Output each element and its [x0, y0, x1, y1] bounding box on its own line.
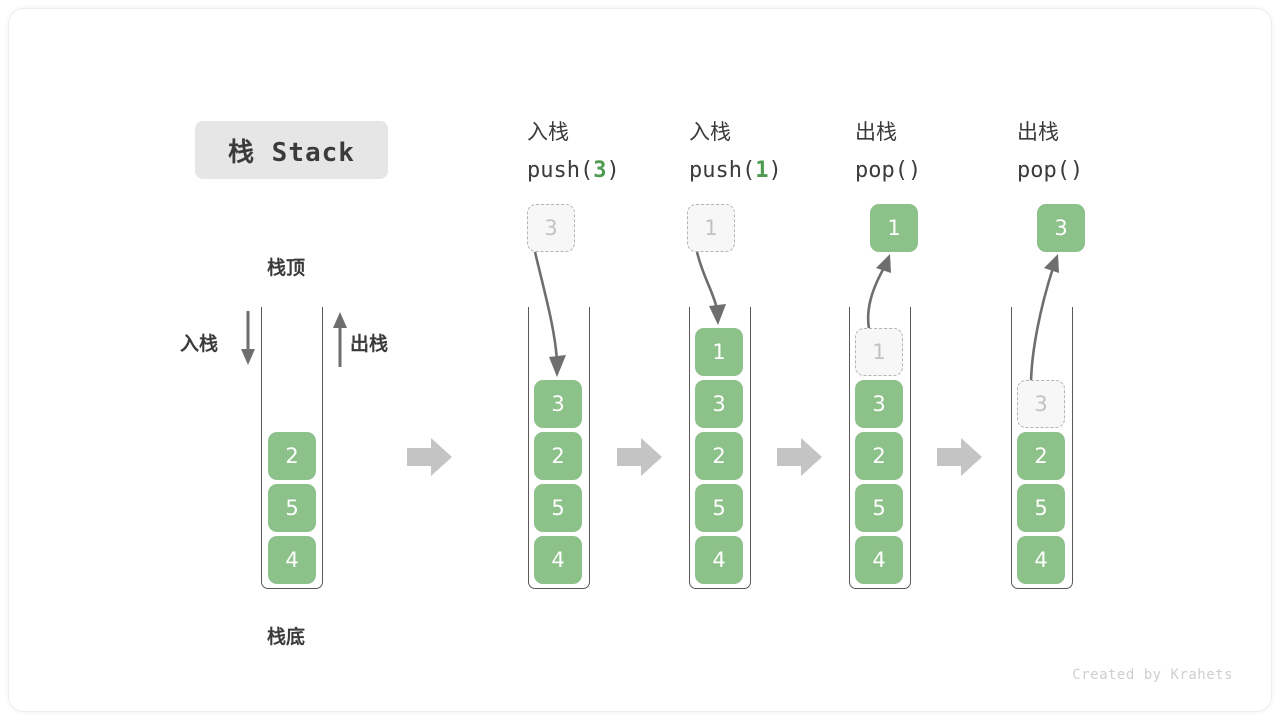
- stack-cell: 5: [695, 484, 743, 532]
- stack-top-label: 栈顶: [267, 257, 306, 279]
- column-head-code: pop(): [1017, 158, 1084, 183]
- column-head-cn: 出栈: [855, 120, 897, 144]
- stack-cell: 3: [534, 380, 582, 428]
- flow-arrow-right-icon: [407, 438, 452, 476]
- column-head-cn: 入栈: [527, 120, 569, 144]
- stack-cell: 2: [855, 432, 903, 480]
- push-direction-arrow-icon: [241, 311, 255, 365]
- stack-bottom-label: 栈底: [267, 626, 306, 648]
- incoming-ghost-cell: 1: [687, 204, 735, 252]
- stack-cell: 3: [855, 380, 903, 428]
- column-head-pop-3: 出栈 pop(): [1017, 113, 1083, 190]
- pop-direction-arrow-icon: [333, 312, 347, 367]
- flow-arrow-right-icon: [777, 438, 822, 476]
- stack-cell-ghost: 1: [855, 328, 903, 376]
- diagram-card: 栈 Stack 栈顶 栈底 入栈 出栈 2 5 4 入栈 push(3) 3: [8, 8, 1272, 712]
- flow-arrow-right-icon: [617, 438, 662, 476]
- stack-container-push-3: [528, 307, 590, 589]
- stack-cell: 1: [695, 328, 743, 376]
- stack-cell: 5: [855, 484, 903, 532]
- column-head-push-3: 入栈 push(3): [527, 113, 620, 190]
- pop-motion-arrow-icon: [1029, 254, 1059, 393]
- incoming-ghost-cell: 3: [527, 204, 575, 252]
- push-motion-arrow-icon: [533, 251, 566, 377]
- push-direction-label: 入栈: [180, 333, 219, 355]
- stack-cell: 4: [855, 536, 903, 584]
- stack-container-push-1: [689, 307, 751, 589]
- column-head-arg: 1: [755, 158, 769, 183]
- push-motion-arrow-icon: [695, 251, 726, 325]
- stack-cell: 2: [268, 432, 316, 480]
- stack-cell: 4: [695, 536, 743, 584]
- column-head-code: push(3): [527, 158, 620, 183]
- stack-container-initial: [261, 307, 323, 589]
- column-head-cn: 出栈: [1017, 120, 1059, 144]
- column-head-cn: 入栈: [689, 120, 731, 144]
- column-head-code: push(1): [689, 158, 782, 183]
- stack-container-pop-3: [1011, 307, 1073, 589]
- page-title: 栈 Stack: [228, 137, 355, 168]
- column-head-arg: 3: [593, 158, 607, 183]
- stack-cell: 2: [1017, 432, 1065, 480]
- column-head-pop-1: 出栈 pop(): [855, 113, 921, 190]
- footer-credit: Created by Krahets: [1072, 667, 1233, 683]
- stack-cell: 5: [268, 484, 316, 532]
- stack-cell: 2: [534, 432, 582, 480]
- stack-cell: 2: [695, 432, 743, 480]
- column-head-code: pop(): [855, 158, 922, 183]
- stack-cell: 4: [1017, 536, 1065, 584]
- stack-cell: 5: [534, 484, 582, 532]
- stack-cell: 3: [695, 380, 743, 428]
- diagram-title-chip: 栈 Stack: [195, 121, 388, 179]
- stack-cell: 5: [1017, 484, 1065, 532]
- popped-cell: 1: [870, 204, 918, 252]
- pop-direction-label: 出栈: [350, 333, 389, 355]
- flow-arrow-right-icon: [937, 438, 982, 476]
- stack-cell: 4: [534, 536, 582, 584]
- stack-cell: 4: [268, 536, 316, 584]
- popped-cell: 3: [1037, 204, 1085, 252]
- stack-container-pop-1: [849, 307, 911, 589]
- stack-cell-ghost: 3: [1017, 380, 1065, 428]
- column-head-push-1: 入栈 push(1): [689, 113, 782, 190]
